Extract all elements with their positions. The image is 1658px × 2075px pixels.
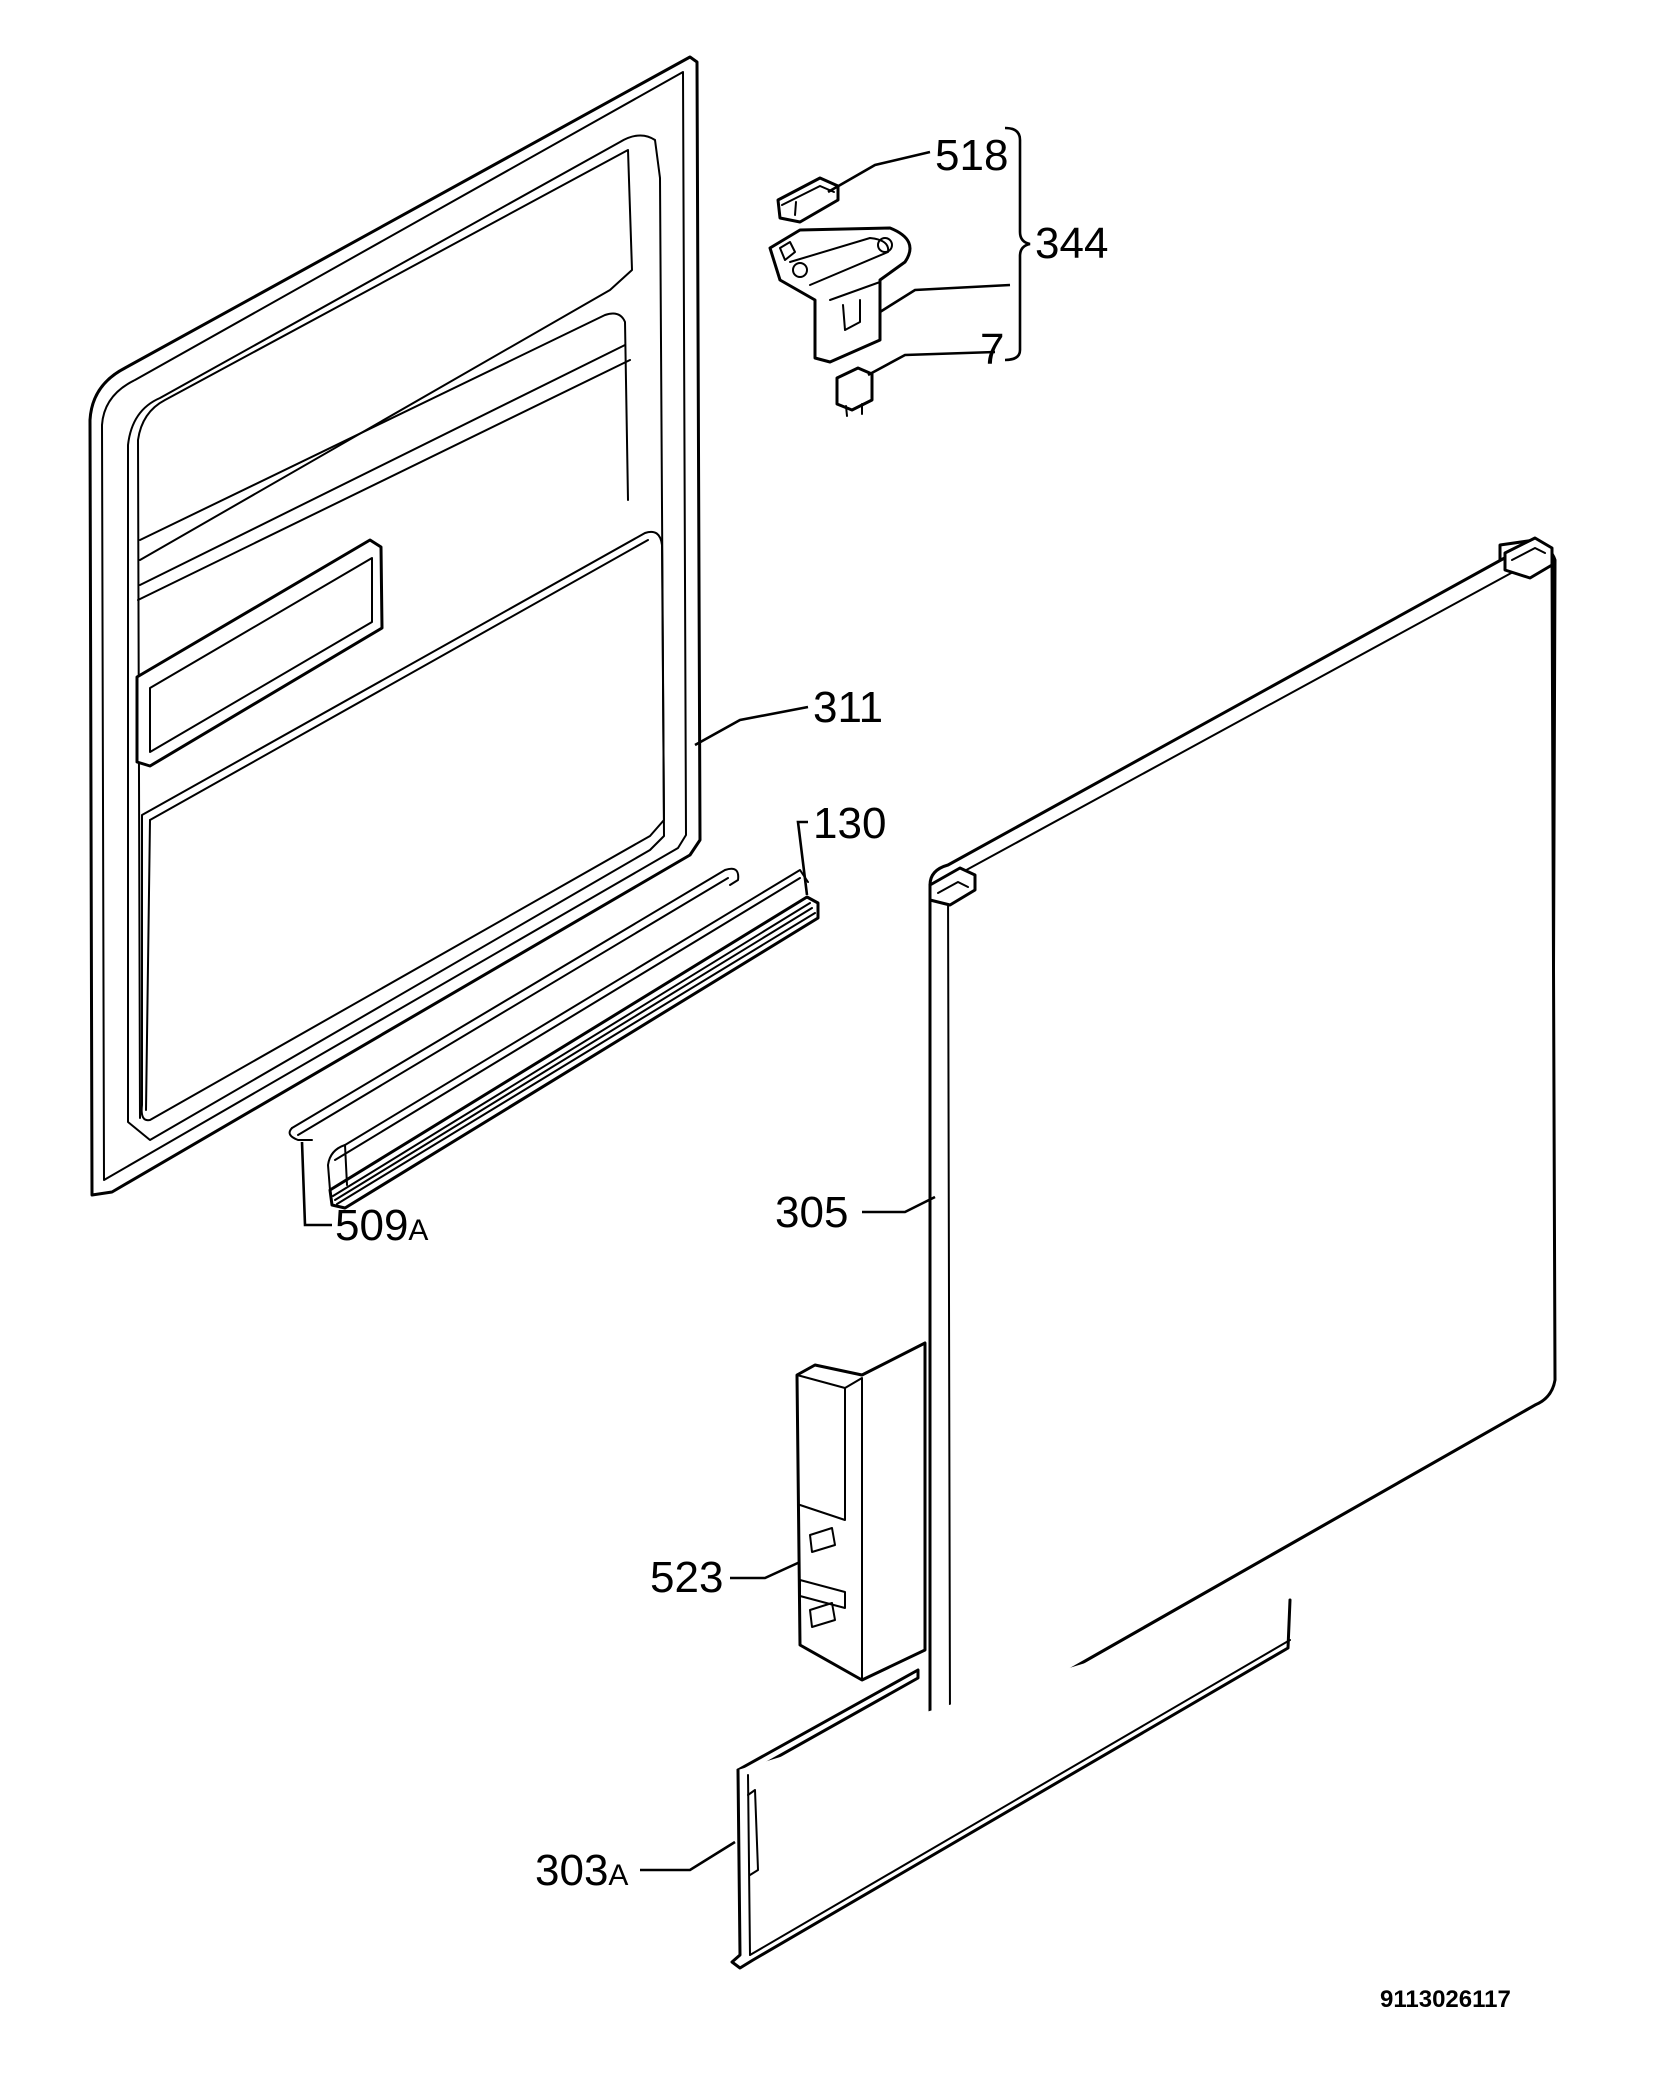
label-303a-suffix: A xyxy=(608,1859,628,1892)
label-303a: 303A xyxy=(535,1846,628,1895)
label-518: 518 xyxy=(935,131,1008,180)
label-344: 344 xyxy=(1035,219,1108,268)
wire-rod-509a xyxy=(288,867,740,1141)
bracket-523 xyxy=(795,1341,927,1682)
document-number: 9113026117 xyxy=(1380,1986,1511,2013)
label-509a-suffix: A xyxy=(408,1214,428,1247)
door-lock-assembly-344 xyxy=(768,176,912,417)
label-303a-number: 303 xyxy=(535,1846,608,1895)
label-509a: 509A xyxy=(335,1201,428,1250)
label-311: 311 xyxy=(813,683,883,732)
leader-lines xyxy=(300,126,1031,1872)
door-seal-130 xyxy=(327,869,820,1210)
label-7: 7 xyxy=(980,325,1004,374)
bottom-strip-303a xyxy=(730,1598,1292,1970)
outer-door-panel-305 xyxy=(928,536,1557,1740)
label-523: 523 xyxy=(650,1553,723,1602)
label-305: 305 xyxy=(775,1188,848,1237)
inner-door-panel-311 xyxy=(88,55,702,1197)
label-130: 130 xyxy=(813,799,886,848)
label-509a-number: 509 xyxy=(335,1201,408,1250)
